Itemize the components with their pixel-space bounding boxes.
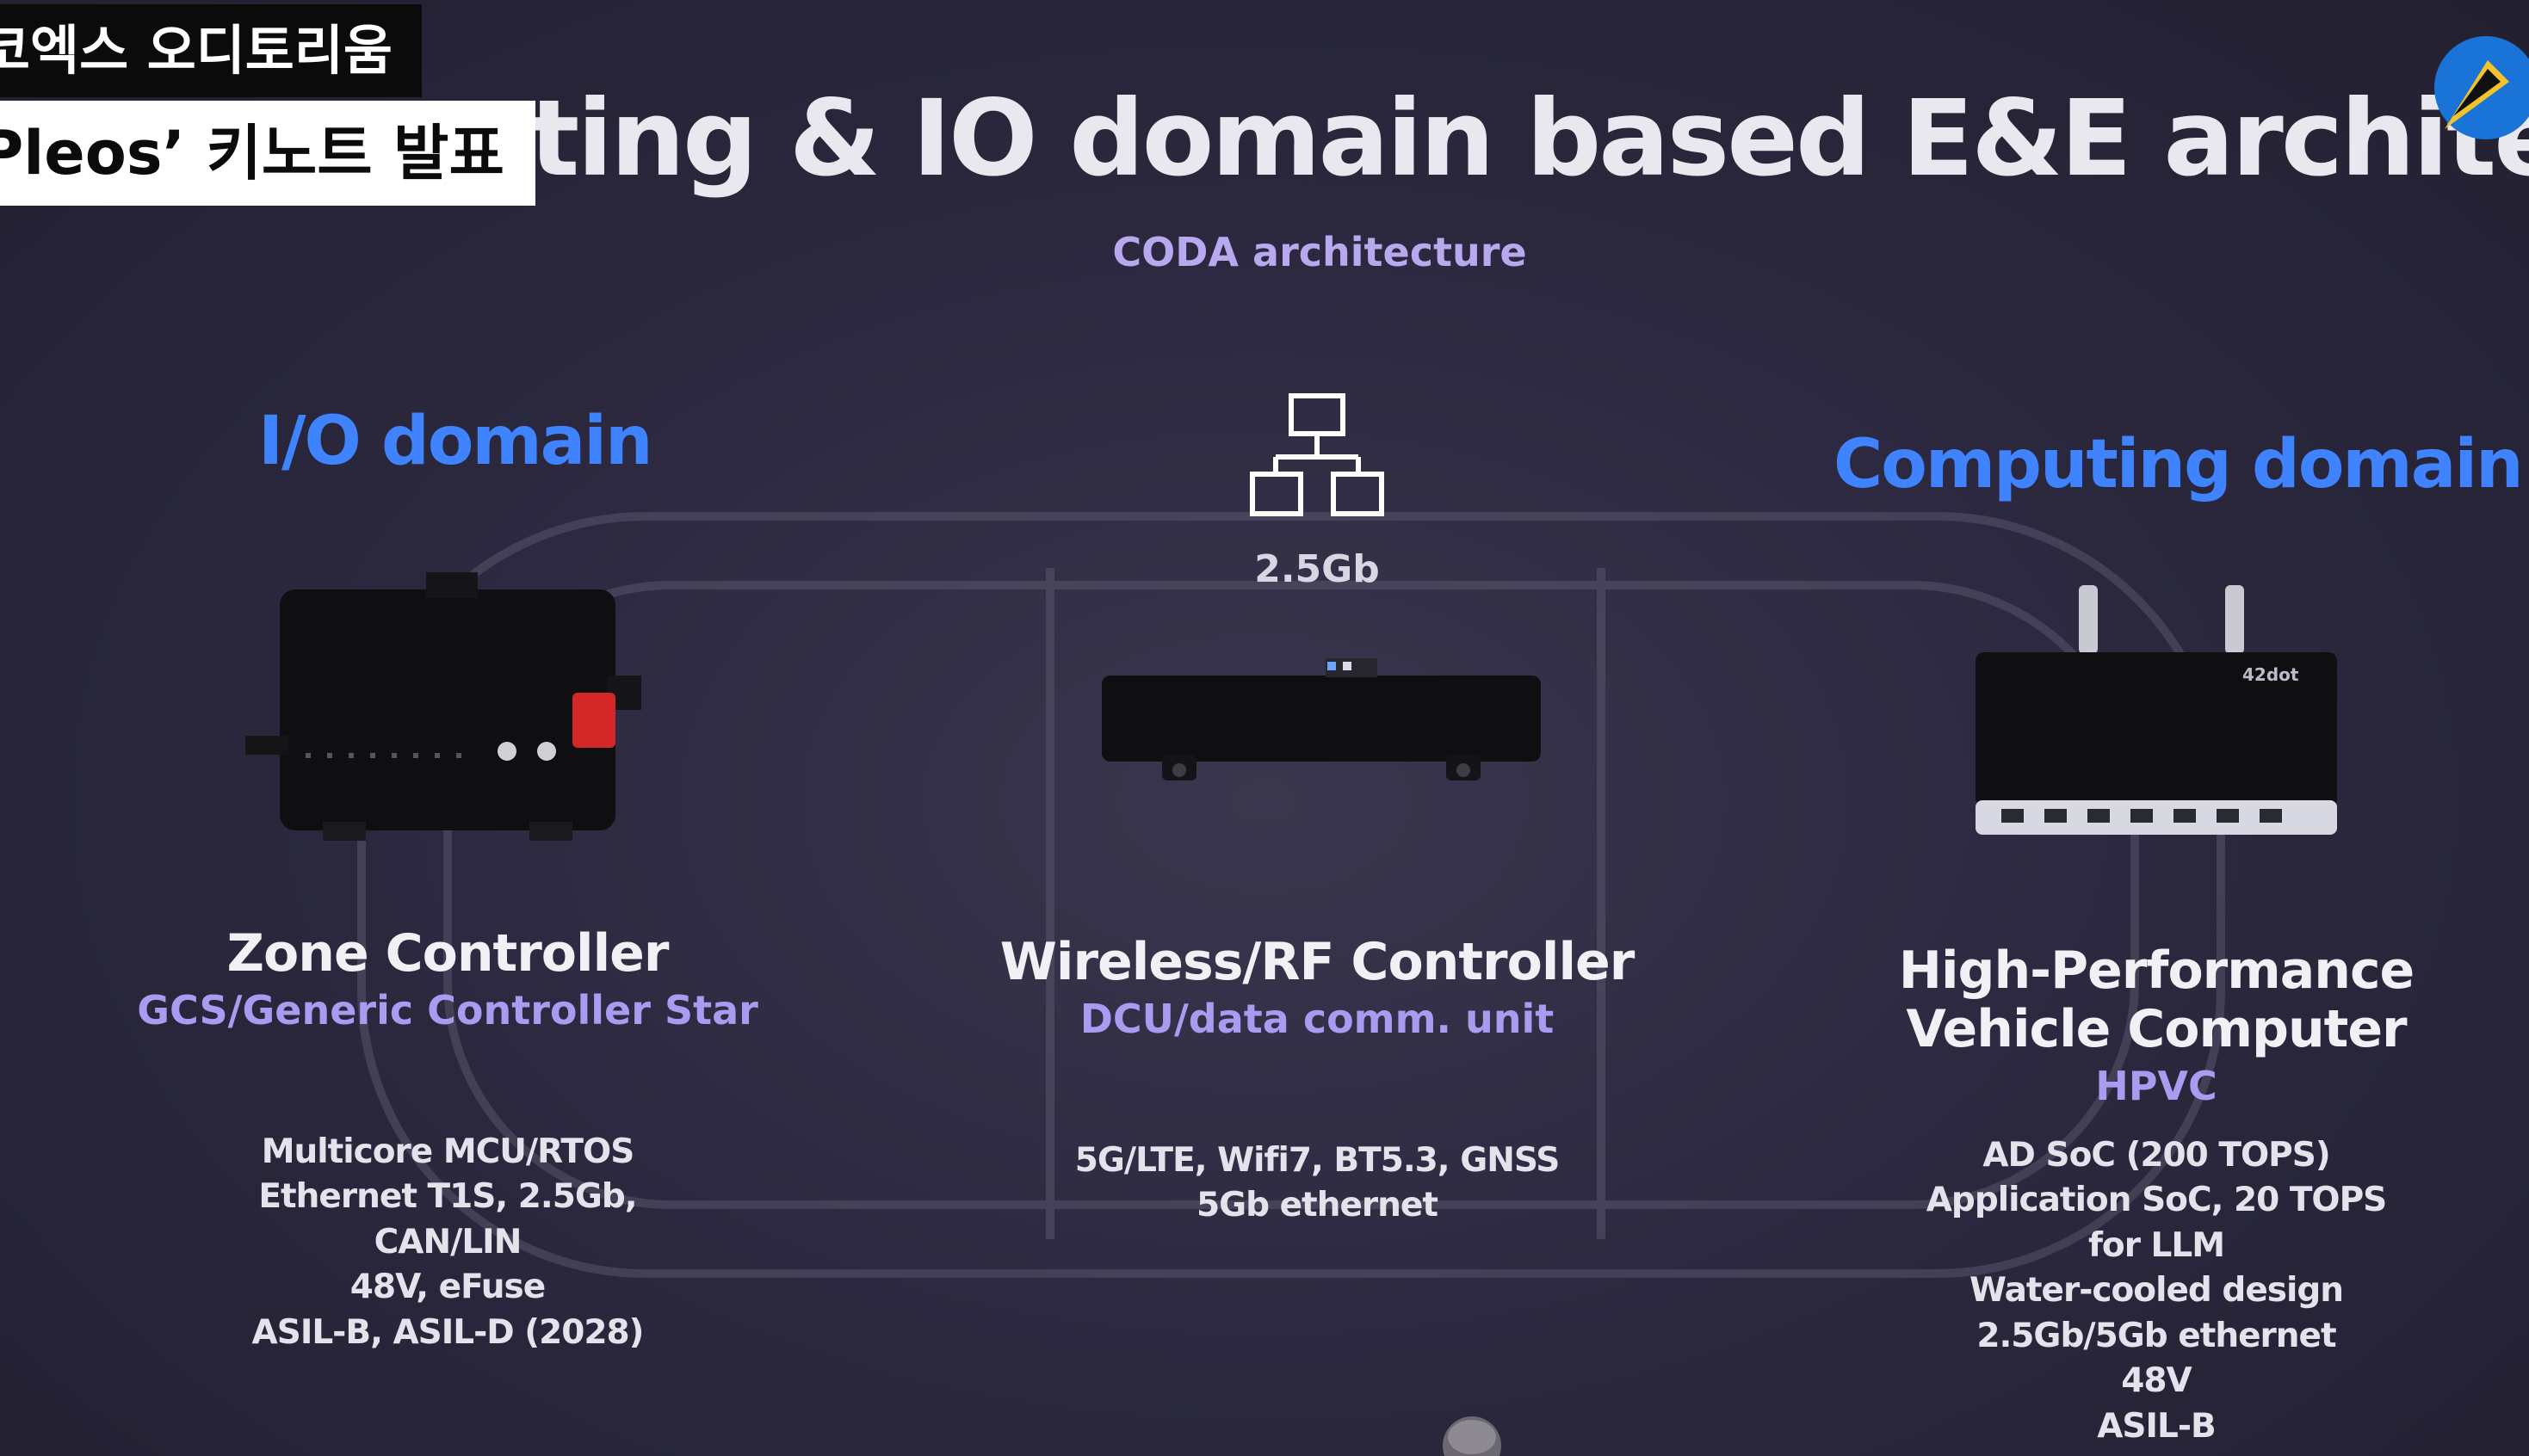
broadcast-caption-event: Pleos’ 키노트 발표	[0, 101, 535, 206]
zone-controller-specs: Multicore MCU/RTOS Ethernet T1S, 2.5Gb, …	[103, 1130, 792, 1356]
slide-subtitle: CODA architecture	[1112, 229, 1527, 275]
network-hierarchy-icon	[1250, 393, 1384, 516]
wireless-controller-title: Wireless/RF Controller	[999, 932, 1636, 992]
spec-item: 48V, eFuse	[349, 1268, 546, 1307]
spec-item: Water-cooled design	[1969, 1271, 2344, 1311]
spec-item: CAN/LIN	[374, 1222, 522, 1262]
zone-controller-image	[245, 572, 641, 841]
spec-item: ASIL-B	[2097, 1406, 2217, 1446]
slide-title: ting & IO domain based E&E architecture	[529, 77, 2529, 200]
spec-item: AD SoC (200 TOPS)	[1982, 1135, 2330, 1175]
hpvc-card: High-Performance Vehicle Computer HPVC A…	[1808, 941, 2505, 1450]
spec-item: 5G/LTE, Wifi7, BT5.3, GNSS	[1074, 1140, 1561, 1180]
zone-controller-title: Zone Controller	[226, 923, 670, 984]
wireless-controller-image	[1102, 658, 1541, 780]
hpvc-image: 42dot	[1967, 585, 2346, 848]
bandwidth-label: 2.5Gb	[1254, 547, 1380, 591]
broadcast-caption-location: 코엑스 오디토리움	[0, 4, 422, 97]
wireless-controller-card: Wireless/RF Controller DCU/data comm. un…	[973, 932, 1661, 1229]
computing-domain-heading: Computing domain	[1833, 426, 2524, 503]
hpvc-specs: AD SoC (200 TOPS) Application SoC, 20 TO…	[1808, 1133, 2505, 1450]
spec-item: Application SoC, 20 TOPS	[1926, 1181, 2388, 1220]
hpvc-brand-label: 42dot	[2242, 664, 2299, 685]
hpvc-title-line1: High-Performance	[1898, 941, 2415, 1001]
spec-item: Multicore MCU/RTOS	[261, 1132, 635, 1171]
presenter-head	[1443, 1416, 1501, 1456]
wireless-controller-specs: 5G/LTE, Wifi7, BT5.3, GNSS 5Gb ethernet	[973, 1138, 1661, 1229]
spec-item: 48V	[2121, 1361, 2192, 1401]
spec-item: ASIL-B, ASIL-D (2028)	[251, 1312, 645, 1352]
spec-item: Ethernet T1S, 2.5Gb,	[258, 1177, 637, 1217]
io-domain-heading: I/O domain	[258, 403, 653, 480]
zone-controller-subtitle: GCS/Generic Controller Star	[137, 986, 758, 1033]
zone-controller-card: Zone Controller GCS/Generic Controller S…	[103, 923, 792, 1356]
spec-item: for LLM	[2087, 1225, 2225, 1265]
hpvc-title-line2: Vehicle Computer	[1906, 998, 2407, 1059]
spec-item: 2.5Gb/5Gb ethernet	[1976, 1316, 2336, 1355]
broadcaster-logo-icon	[2434, 36, 2529, 139]
spec-item: 5Gb ethernet	[1196, 1186, 1438, 1225]
hpvc-subtitle: HPVC	[2095, 1062, 2217, 1109]
wireless-controller-subtitle: DCU/data comm. unit	[1079, 995, 1555, 1042]
hpvc-title: High-Performance Vehicle Computer	[1808, 941, 2505, 1059]
hpvc-device-graphic	[1976, 585, 2337, 835]
